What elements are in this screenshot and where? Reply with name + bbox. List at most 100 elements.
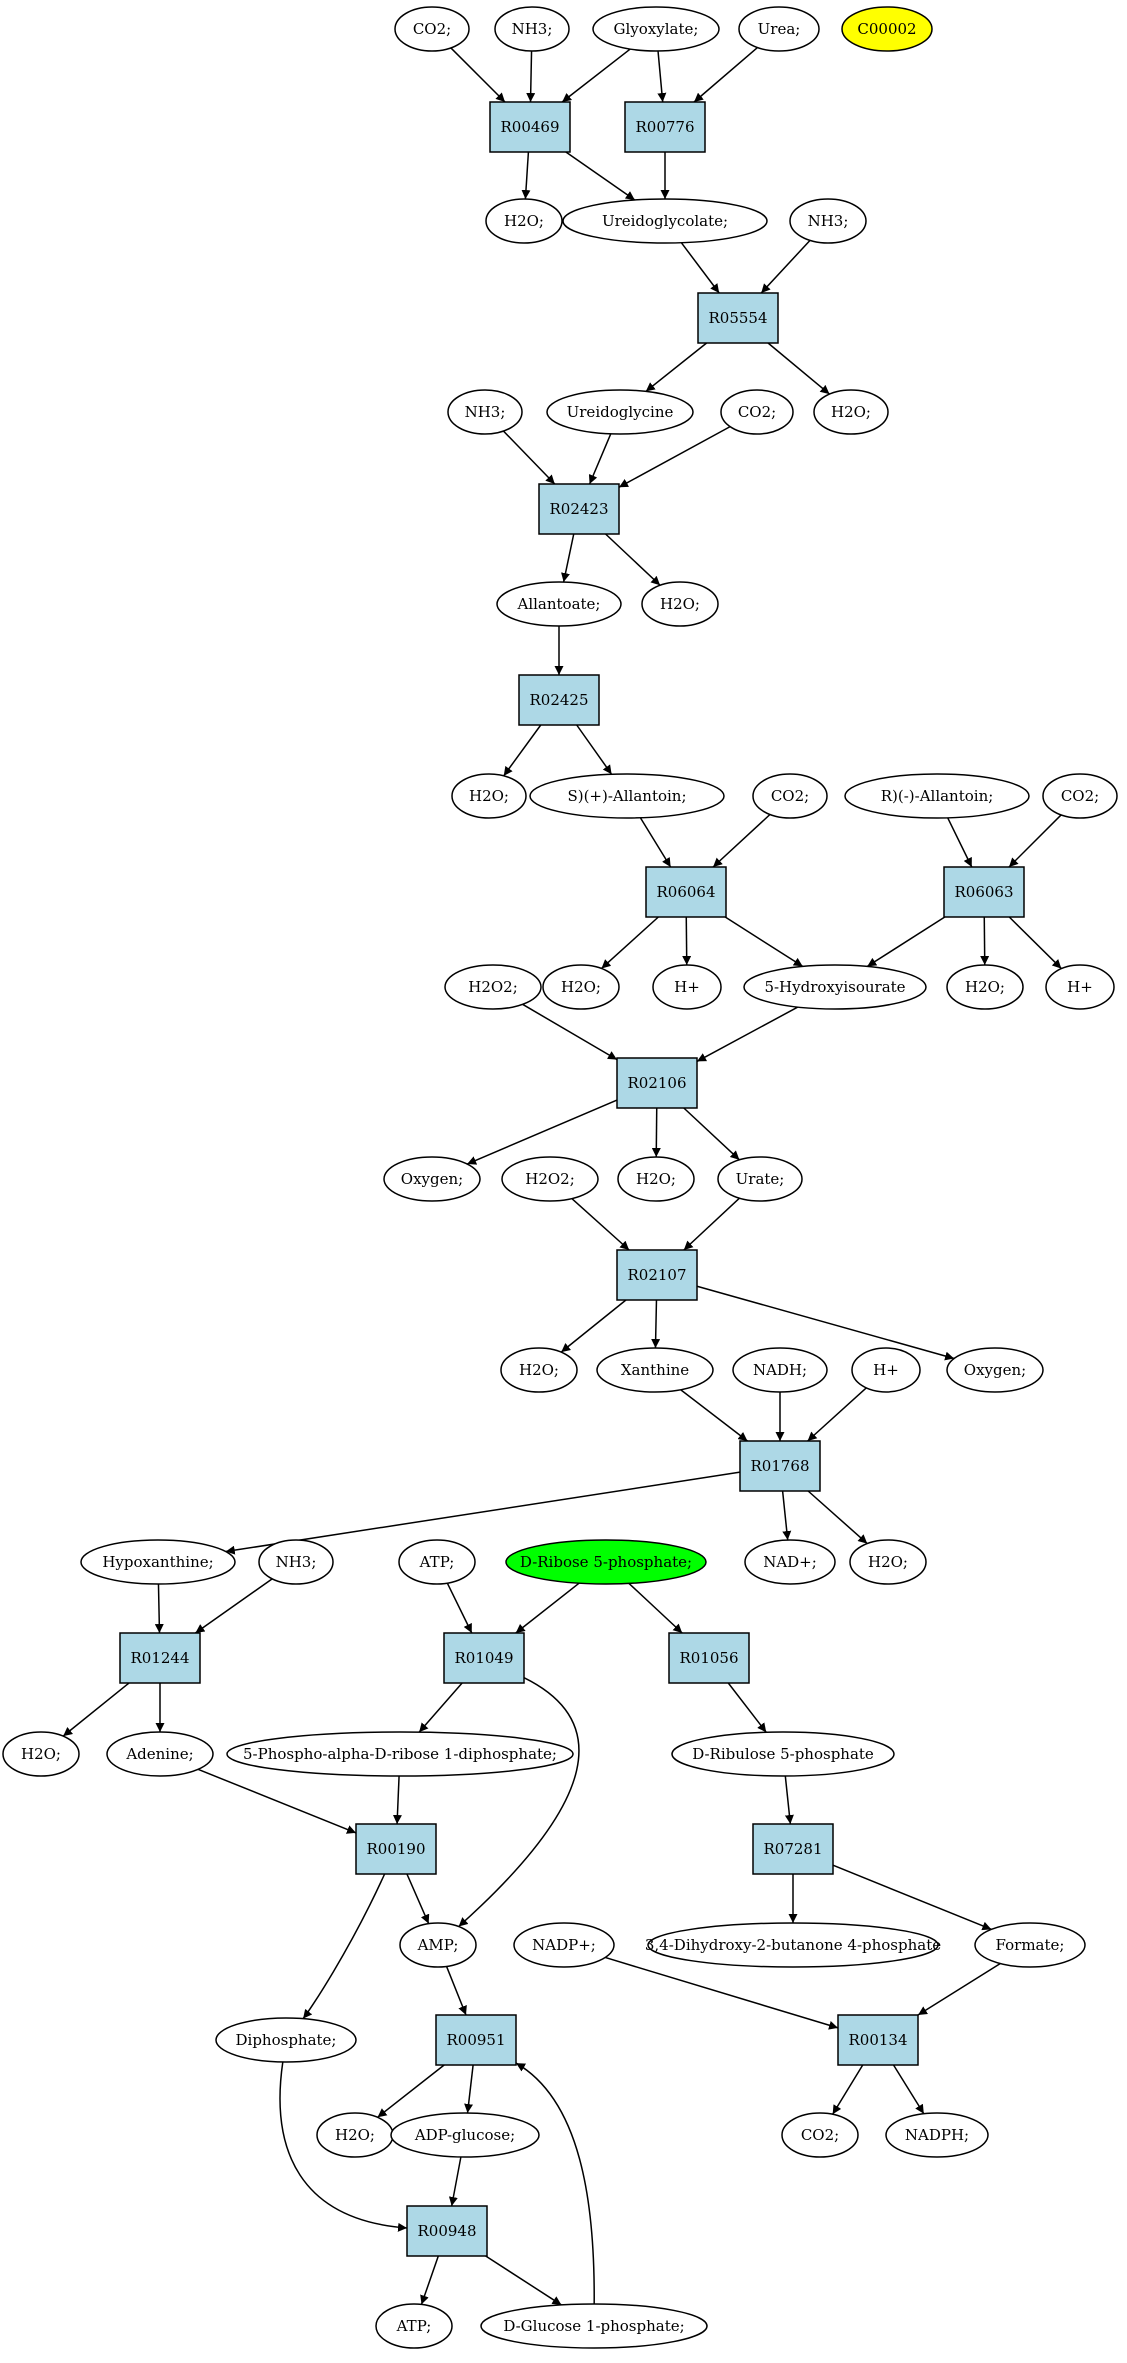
reaction-R01768[interactable]: R01768 <box>739 1440 821 1492</box>
compound-nh3_3[interactable]: NH3; <box>447 389 523 435</box>
compound-nh3_1[interactable]: NH3; <box>494 6 570 52</box>
edge-xanthine-to-R01768 <box>680 1389 748 1442</box>
compound-co2_1[interactable]: CO2; <box>394 6 470 52</box>
compound-hypoxanthine[interactable]: Hypoxanthine; <box>80 1539 236 1585</box>
compound-atp_1[interactable]: ATP; <box>398 1539 476 1585</box>
compound-urate[interactable]: Urate; <box>717 1156 803 1202</box>
edge-h2o2_2-to-R02107 <box>571 1198 630 1251</box>
compound-h2o_9[interactable]: H2O; <box>849 1539 927 1585</box>
edge-R00469-to-h2o_1 <box>521 151 531 200</box>
compound-hplus_3[interactable]: H+ <box>851 1347 921 1393</box>
reaction-R00469[interactable]: R00469 <box>489 101 571 153</box>
compound-nadpplus[interactable]: NADP+; <box>513 1922 615 1968</box>
compound-prpp[interactable]: 5-Phospho-alpha-D-ribose 1-diphosphate; <box>226 1731 574 1777</box>
compound-ellipse <box>500 1347 578 1393</box>
compound-h2o_2[interactable]: H2O; <box>813 389 889 435</box>
compound-h2o2_2[interactable]: H2O2; <box>501 1156 599 1202</box>
compound-nh3_2[interactable]: NH3; <box>789 198 867 244</box>
reaction-box <box>489 101 571 153</box>
compound-label: CO2; <box>801 2126 839 2144</box>
compound-oxygen_1[interactable]: Oxygen; <box>383 1156 481 1202</box>
compound-nadph[interactable]: NADPH; <box>885 2112 989 2158</box>
compound-ureidoglycine[interactable]: Ureidoglycine <box>546 389 694 435</box>
compound-allantoate[interactable]: Allantoate; <box>496 581 622 627</box>
reaction-label: R02423 <box>549 500 608 518</box>
reaction-box <box>697 292 779 344</box>
edge-R02107-to-oxygen_2 <box>696 1285 955 1361</box>
compound-r_allantoin[interactable]: R)(-)-Allantoin; <box>844 773 1030 819</box>
compound-h2o_11[interactable]: H2O; <box>316 2112 394 2158</box>
reaction-R01244[interactable]: R01244 <box>119 1632 201 1684</box>
compound-dhbp[interactable]: 3,4-Dihydroxy-2-butanone 4-phosphate <box>645 1922 941 1968</box>
reaction-R05554[interactable]: R05554 <box>697 292 779 344</box>
reaction-R02107[interactable]: R02107 <box>616 1249 698 1301</box>
reaction-R00134[interactable]: R00134 <box>837 2014 919 2066</box>
compound-ribulose5p[interactable]: D-Ribulose 5-phosphate <box>671 1731 895 1777</box>
reaction-R00951[interactable]: R00951 <box>435 2014 517 2066</box>
compound-h2o_3[interactable]: H2O; <box>641 581 719 627</box>
reaction-R06064[interactable]: R06064 <box>645 866 727 918</box>
reaction-box <box>616 1249 698 1301</box>
reaction-R00776[interactable]: R00776 <box>624 101 706 153</box>
compound-c00002[interactable]: C00002 <box>841 6 933 52</box>
reaction-R02425[interactable]: R02425 <box>518 674 600 726</box>
compound-h2o_8[interactable]: H2O; <box>500 1347 578 1393</box>
compound-co2_5[interactable]: CO2; <box>781 2112 859 2158</box>
compound-ellipse <box>106 1731 214 1777</box>
compound-nadplus[interactable]: NAD+; <box>744 1539 836 1585</box>
reaction-R07281[interactable]: R07281 <box>752 1823 834 1875</box>
compound-ribose5p[interactable]: D-Ribose 5-phosphate; <box>505 1539 707 1585</box>
reaction-R00948[interactable]: R00948 <box>406 2205 488 2257</box>
compound-hplus_2[interactable]: H+ <box>1045 964 1115 1010</box>
compound-nh3_4[interactable]: NH3; <box>258 1539 334 1585</box>
compound-ellipse <box>743 964 927 1010</box>
compound-formate[interactable]: Formate; <box>974 1922 1086 1968</box>
reaction-box <box>355 1823 437 1875</box>
compound-oxygen_2[interactable]: Oxygen; <box>946 1347 1044 1393</box>
compound-h2o_5[interactable]: H2O; <box>542 964 620 1010</box>
compound-xanthine[interactable]: Xanthine <box>596 1347 714 1393</box>
reaction-R02423[interactable]: R02423 <box>538 483 620 535</box>
compound-h2o_1[interactable]: H2O; <box>485 198 563 244</box>
compound-co2_4[interactable]: CO2; <box>1042 773 1118 819</box>
compound-h2o_10[interactable]: H2O; <box>2 1731 80 1777</box>
compound-co2_2[interactable]: CO2; <box>720 389 794 435</box>
reaction-label: R01049 <box>454 1649 513 1667</box>
compound-ellipse <box>1042 773 1118 819</box>
compound-co2_3[interactable]: CO2; <box>752 773 828 819</box>
compound-ellipse <box>732 1347 828 1393</box>
compound-amp[interactable]: AMP; <box>399 1922 477 1968</box>
reaction-label: R02107 <box>627 1266 686 1284</box>
compound-urea[interactable]: Urea; <box>738 6 820 52</box>
compound-h2o_7[interactable]: H2O; <box>617 1156 695 1202</box>
compound-ellipse <box>641 581 719 627</box>
compound-ellipse <box>781 2112 859 2158</box>
reaction-R02106[interactable]: R02106 <box>616 1057 698 1109</box>
compound-h2o_6[interactable]: H2O; <box>946 964 1024 1010</box>
compound-label: CO2; <box>771 787 809 805</box>
compound-glyoxylate[interactable]: Glyoxylate; <box>592 6 720 52</box>
reaction-R01049[interactable]: R01049 <box>443 1632 525 1684</box>
compound-ellipse <box>505 1539 707 1585</box>
reaction-R01056[interactable]: R01056 <box>668 1632 750 1684</box>
compound-label: 5-Hydroxyisourate <box>764 978 905 996</box>
edge-amp-to-R00951 <box>445 1966 467 2016</box>
compound-nadh[interactable]: NADH; <box>732 1347 828 1393</box>
compound-glucose1p[interactable]: D-Glucose 1-phosphate; <box>480 2303 708 2349</box>
compound-diphosphate[interactable]: Diphosphate; <box>215 2017 357 2063</box>
edge-R00469-to-ureidoglycolate <box>565 151 636 201</box>
compound-adenine[interactable]: Adenine; <box>106 1731 214 1777</box>
compound-adpglucose[interactable]: ADP-glucose; <box>390 2112 540 2158</box>
compound-hplus_1[interactable]: H+ <box>652 964 722 1010</box>
compound-h2o_4[interactable]: H2O; <box>451 773 527 819</box>
compound-ellipse <box>485 198 563 244</box>
compound-ureidoglycolate[interactable]: Ureidoglycolate; <box>562 198 768 244</box>
compound-hydroxyisourate[interactable]: 5-Hydroxyisourate <box>743 964 927 1010</box>
edge-R01049-to-amp <box>458 1677 580 1928</box>
compound-h2o2_1[interactable]: H2O2; <box>444 964 542 1010</box>
compound-atp_2[interactable]: ATP; <box>375 2303 453 2349</box>
reaction-R06063[interactable]: R06063 <box>943 866 1025 918</box>
reaction-R00190[interactable]: R00190 <box>355 1823 437 1875</box>
compound-s_allantoin[interactable]: S)(+)-Allantoin; <box>529 773 725 819</box>
compound-label: Urate; <box>736 1170 785 1188</box>
